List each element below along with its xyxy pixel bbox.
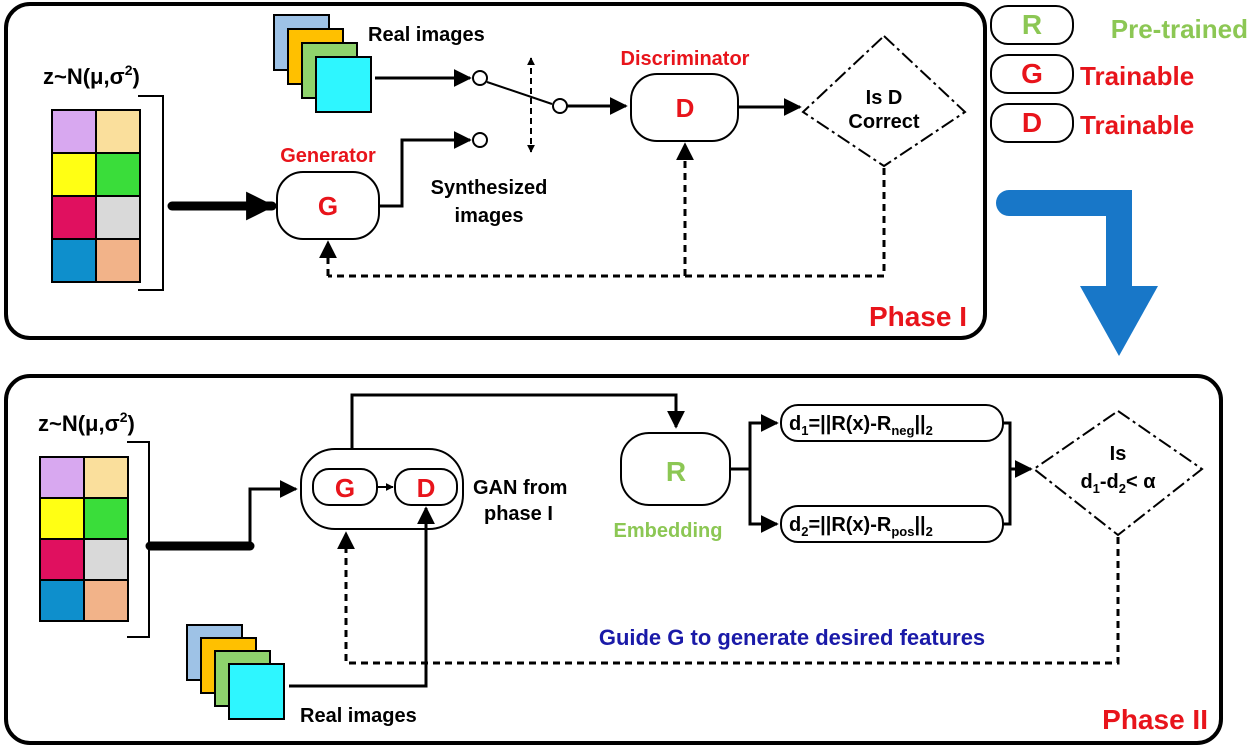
legend-item-discriminator: D Trainable	[990, 103, 1194, 143]
phase2-panel	[4, 374, 1223, 745]
phase1-switch-contact-real	[472, 70, 488, 86]
blue-arrow-head	[1080, 286, 1158, 356]
phase1-discriminator-symbol: D	[676, 93, 695, 123]
phase-transition-arrow	[996, 190, 1158, 356]
phase2-latent-arrow	[248, 480, 298, 546]
phase2-merge-d1	[1003, 421, 1012, 469]
phase2-embedding-symbol: R	[666, 456, 686, 487]
phase2-real-images-label: Real images	[300, 705, 417, 727]
phase1-decision-diamond	[801, 34, 967, 168]
phase2-branch-d2	[748, 469, 779, 533]
phase2-guide-loop	[337, 531, 1120, 665]
phase2-d2-formula: d2=||R(x)-Rpos||2	[789, 514, 933, 539]
phase1-real-images-stack	[273, 14, 372, 113]
latent-cell	[39, 497, 85, 540]
legend-symbol-box	[990, 54, 1074, 94]
legend-symbol: D	[1022, 107, 1042, 138]
legend-symbol: R	[1022, 9, 1042, 40]
phase1-discriminator-label: Discriminator	[621, 48, 750, 70]
phase2-gan-d-box	[394, 468, 458, 506]
legend-text: Trainable	[1080, 61, 1194, 91]
legend-text: Trainable	[1080, 110, 1194, 140]
latent-cell	[39, 538, 85, 581]
latent-cell	[83, 579, 129, 622]
latent-cell	[83, 538, 129, 581]
latent-cell	[95, 152, 141, 197]
latent-cell	[95, 109, 141, 154]
phase2-latent-label: z~N(μ,σ2)	[38, 409, 135, 436]
latent-cell	[83, 497, 129, 540]
latent-cell	[95, 195, 141, 240]
phase1-latent-label: z~N(μ,σ2)	[43, 62, 140, 89]
phase2-merge-d2	[1003, 469, 1012, 526]
phase1-synthesized-label-1: Synthesized	[431, 177, 548, 199]
phase1-generator-label: Generator	[280, 145, 376, 167]
phase2-real-images-stack	[186, 624, 285, 720]
legend-item-pretrained: R Pre-trained	[990, 5, 1248, 45]
phase1-switch-contact-synth	[472, 132, 488, 148]
image-tile	[315, 56, 372, 113]
blue-arrow-shaft	[996, 190, 1132, 303]
latent-cell	[39, 456, 85, 499]
phase1-decision-line2: Correct	[848, 111, 919, 133]
legend-item-generator: G Trainable	[990, 54, 1194, 94]
legend-symbol-box	[990, 5, 1074, 45]
phase2-gan-label-2: phase I	[484, 503, 553, 525]
legend-text: Pre-trained	[1111, 14, 1248, 44]
phase1-latent-grid	[51, 109, 141, 283]
phase2-latent-grid	[39, 456, 129, 622]
phase2-gan-d-symbol: D	[417, 473, 436, 503]
latent-cell	[83, 456, 129, 499]
latent-cell	[51, 109, 97, 154]
legend-symbol: G	[1021, 58, 1043, 89]
phase2-embedding-label: Embedding	[614, 520, 723, 542]
legend: R Pre-trained G Trainable D Trainable	[990, 5, 1248, 143]
latent-cell	[51, 152, 97, 197]
latent-cell	[51, 238, 97, 283]
phase1-switch-pivot	[552, 98, 568, 114]
phase1-feedback-loop	[328, 168, 886, 278]
phase2-guide-label: Guide G to generate desired features	[599, 625, 985, 650]
latent-cell	[51, 195, 97, 240]
phase1-title: Phase I	[869, 301, 967, 332]
phase1-generator-symbol: G	[318, 191, 338, 221]
phase1-synthesized-label-2: images	[455, 205, 524, 227]
phase1-real-images-label: Real images	[368, 24, 485, 46]
phase2-d1-formula: d1=||R(x)-Rneg||2	[789, 413, 933, 438]
phase2-real-to-d	[289, 506, 435, 688]
phase2-gan-label-1: GAN from	[473, 477, 567, 499]
phase1-panel	[4, 2, 987, 340]
phase2-title: Phase II	[1102, 704, 1208, 735]
phase2-gan-to-embedding	[350, 393, 685, 449]
phase1-generator-output	[379, 131, 472, 208]
phase2-gan-g-symbol: G	[335, 473, 355, 503]
latent-cell	[39, 579, 85, 622]
phase1-latent-bracket	[138, 95, 164, 291]
legend-symbol-box	[990, 103, 1074, 143]
phase2-decision-line1: Is	[1110, 443, 1127, 465]
phase2-latent-bracket	[127, 441, 150, 638]
phase2-decision-diamond	[1032, 409, 1204, 537]
image-tile	[228, 663, 285, 720]
phase1-switch-lever	[486, 81, 553, 105]
phase2-decision-line2: d1-d2< α	[1080, 471, 1156, 496]
phase1-decision-line1: Is D	[866, 87, 903, 109]
latent-cell	[95, 238, 141, 283]
phase2-branch-d1	[748, 414, 779, 469]
